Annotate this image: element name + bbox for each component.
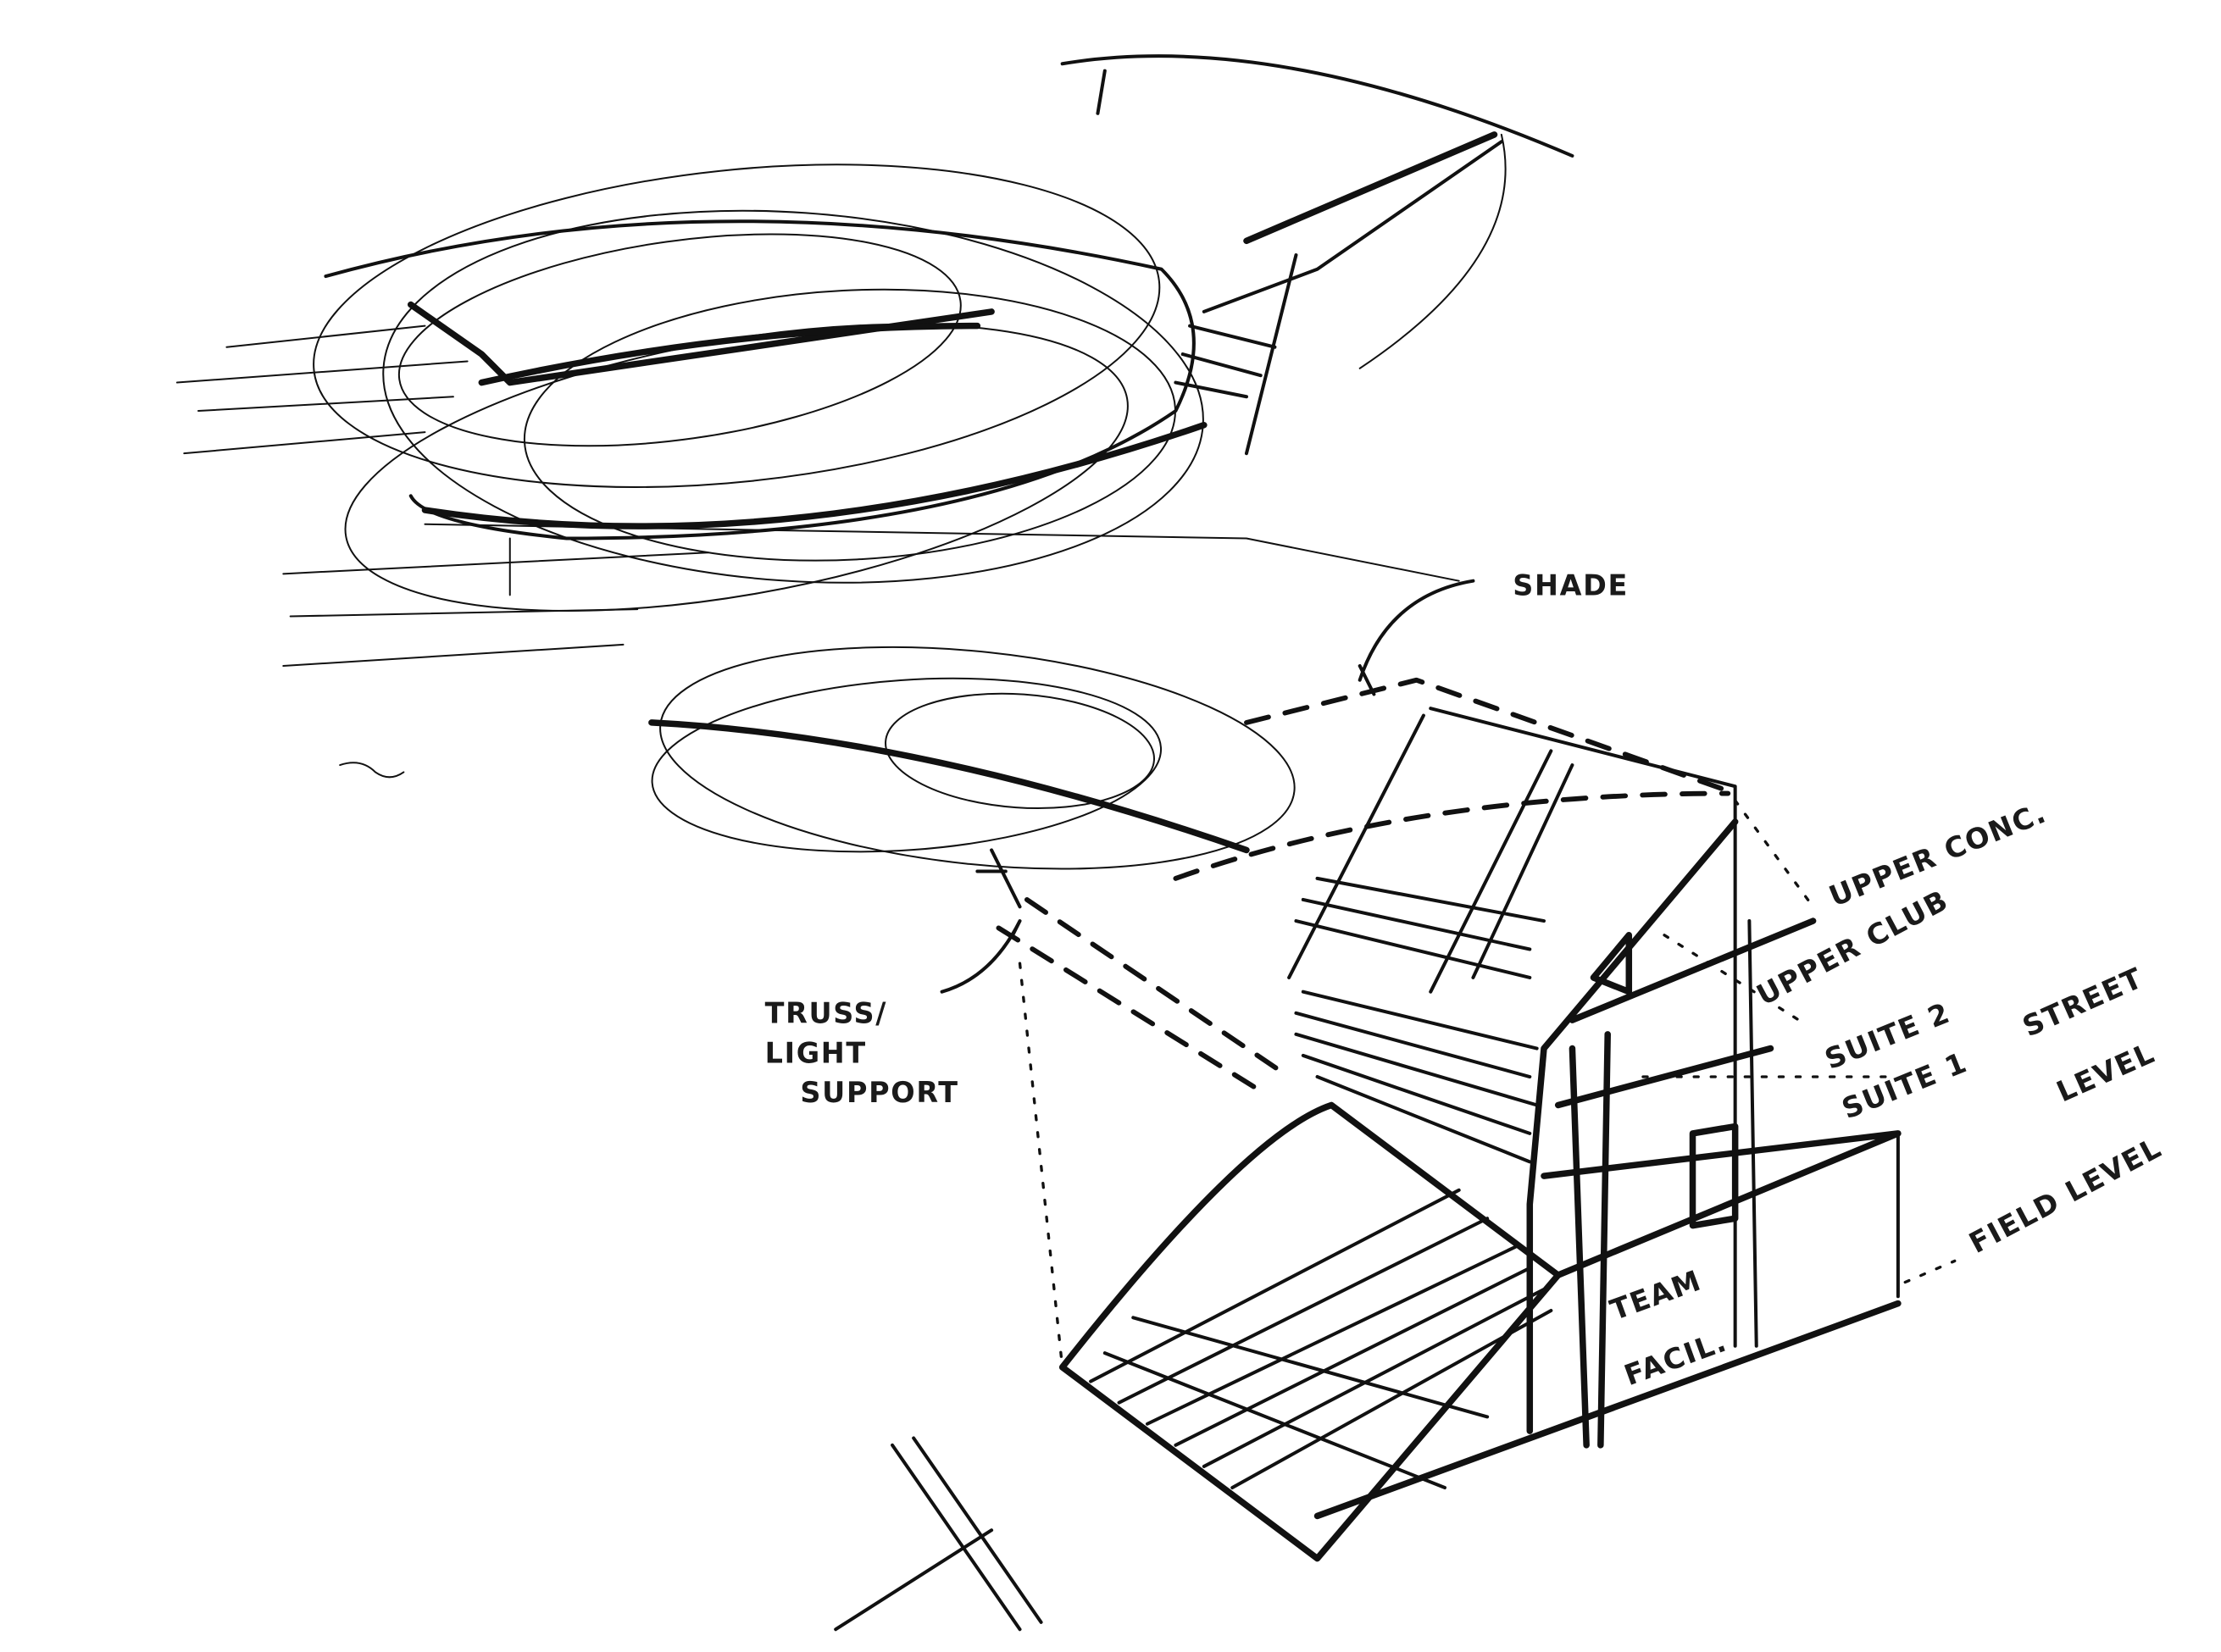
seating-section-sketch bbox=[834, 579, 1957, 1632]
label-field-level: FIELD LEVEL bbox=[1963, 1131, 2167, 1260]
truss-sketch bbox=[648, 646, 1296, 909]
label-street: STREET bbox=[2018, 961, 2148, 1043]
label-shade: SHADE bbox=[1513, 568, 1629, 601]
stadium-bowl-sketch bbox=[175, 54, 1574, 779]
label-light: LIGHT bbox=[765, 1036, 867, 1069]
label-street-level: LEVEL bbox=[2052, 1036, 2160, 1108]
label-support: SUPPORT bbox=[800, 1076, 958, 1109]
label-team: TEAM bbox=[1606, 1263, 1706, 1327]
label-truss: TRUSS/ bbox=[765, 996, 888, 1029]
